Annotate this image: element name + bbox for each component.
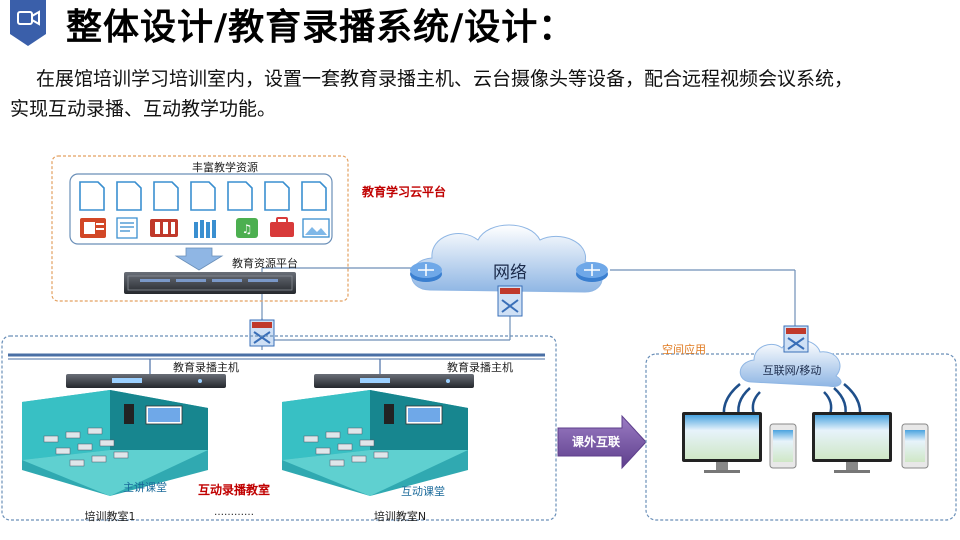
document-icon-4	[190, 181, 216, 211]
phone-left-icon	[769, 423, 797, 469]
document-icon-3	[153, 181, 179, 211]
cloud-platform-label: 教育学习云平台	[361, 184, 446, 199]
interactive-recording-label: 互动录播教室	[198, 482, 270, 497]
switch-icon-center	[497, 285, 523, 317]
system-diagram: 丰富教学资源	[1, 155, 957, 523]
after-class-arrow	[557, 414, 647, 470]
music-icon: ♫	[236, 218, 258, 238]
page-title: 整体设计/教育录播系统/设计：	[66, 7, 576, 48]
resources-label: 丰富教学资源	[192, 160, 258, 174]
library-books-icon	[194, 220, 216, 238]
resource-server-icon	[124, 272, 296, 294]
download-arrow-icon	[174, 247, 224, 271]
recorder-right-label: 教育录播主机	[447, 360, 513, 374]
svg-text:♫: ♫	[242, 222, 253, 236]
powerpoint-icon	[80, 218, 106, 238]
image-icon	[302, 218, 330, 238]
classrooms-box	[1, 335, 557, 521]
classroom-n-label: 培训教室N	[374, 509, 426, 523]
document-icon-2	[116, 181, 142, 211]
document-icon-6	[264, 181, 290, 211]
main-classroom-label: 主讲课堂	[123, 480, 167, 494]
document-icon-1	[79, 181, 105, 211]
switch-icon-right	[783, 325, 809, 353]
network-label: 网络	[493, 263, 527, 283]
main-classroom-illustration	[22, 390, 208, 496]
video-film-icon	[150, 219, 178, 237]
intro-line-2: 实现互动录播、互动教学功能。	[10, 98, 277, 120]
resource-platform-label: 教育资源平台	[232, 256, 298, 270]
space-app-label: 空间应用	[662, 342, 706, 356]
document-icon-7	[301, 181, 327, 211]
after-class-label: 课外互联	[572, 434, 620, 449]
desktop-monitor-right-icon	[812, 412, 892, 473]
media-icons: ♫	[80, 217, 330, 239]
router-icon-left	[410, 262, 442, 282]
document-icon-5	[227, 181, 253, 211]
classroom-1-label: 培训教室1	[85, 509, 136, 523]
resource-platform-box	[51, 155, 349, 302]
interactive-class-label: 互动课堂	[401, 485, 445, 498]
ellipsis-label: …………	[214, 507, 254, 518]
toolbox-icon	[270, 217, 294, 237]
internet-mobile-label: 互联网/移动	[763, 364, 822, 377]
recorder-left-label: 教育录播主机	[173, 360, 239, 374]
text-document-icon	[116, 217, 138, 239]
switch-icon-left	[249, 319, 275, 347]
interactive-classroom-illustration	[282, 390, 468, 496]
desktop-monitor-left-icon	[682, 412, 762, 473]
intro-paragraph: 在展馆培训学习培训室内，设置一套教育录播主机、云台摄像头等设备，配合远程视频会议…	[10, 64, 958, 124]
phone-right-icon	[901, 423, 929, 469]
recorder-host-right-icon	[314, 374, 474, 388]
video-camera-icon	[10, 0, 46, 46]
router-icon-right	[576, 262, 608, 282]
document-icons	[79, 181, 327, 211]
intro-line-1: 在展馆培训学习培训室内，设置一套教育录播主机、云台摄像头等设备，配合远程视频会议…	[36, 68, 854, 90]
recorder-host-left-icon	[66, 374, 226, 388]
